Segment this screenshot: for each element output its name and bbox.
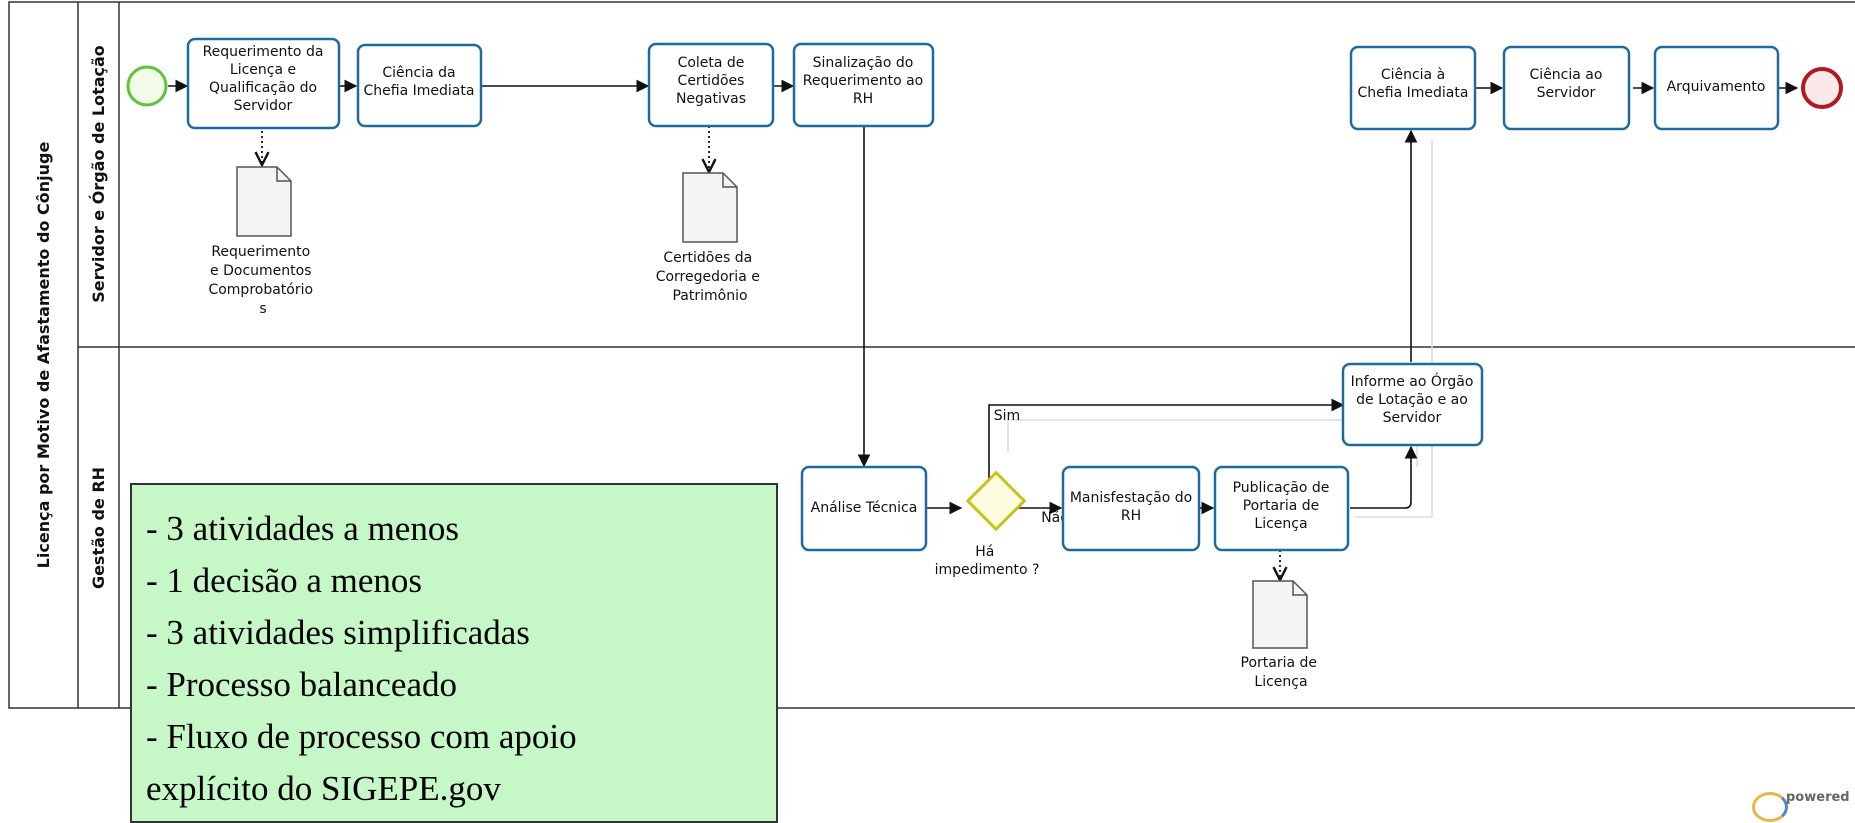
svg-text:Arquivamento: Arquivamento [1667, 79, 1766, 95]
lane-label-servidor: Servidor e Órgão de Lotação [89, 45, 108, 303]
document-icon[interactable] [682, 172, 738, 243]
task-arquivamento[interactable]: Arquivamento [1653, 45, 1780, 131]
powered-by-badge: powered by [1752, 786, 1855, 822]
document-icon[interactable] [1252, 580, 1308, 649]
gateway-label: Há impedimento ? [935, 544, 1040, 578]
note-line: - 1 decisão a menos [146, 561, 423, 600]
document-label-certidoes: Certidões da Corregedoria e Patrimônio [656, 250, 765, 304]
task-analise[interactable]: Análise Técnica [800, 465, 928, 552]
flow [1350, 445, 1418, 509]
document-label-requerimento: Requerimento e Documentos Comprobatório … [208, 244, 317, 317]
gateway-yes-label: Sim [994, 408, 1020, 424]
note-line: - 3 atividades a menos [146, 509, 459, 548]
note-line: - 3 atividades simplificadas [146, 613, 530, 652]
notes-box: - 3 atividades a menos - 1 decisão a men… [130, 483, 778, 823]
lane-label-rh: Gestão de RH [89, 467, 108, 589]
document-icon[interactable] [236, 166, 292, 237]
svg-text:Análise Técnica: Análise Técnica [811, 500, 918, 516]
ghost-connector [1355, 140, 1433, 518]
flow-yes [988, 398, 1345, 480]
start-event[interactable] [126, 65, 168, 107]
pool-label: Licença por Motivo de Afastamento do Côn… [34, 142, 53, 569]
gateway-diamond[interactable] [965, 470, 1027, 532]
end-event[interactable] [1801, 67, 1843, 109]
powered-by-text: powered by [1786, 790, 1855, 805]
note-line: explícito do SIGEPE.gov [146, 769, 501, 808]
note-line: - Processo balanceado [146, 665, 457, 704]
ghost-connector [1007, 419, 1345, 452]
document-label-portaria: Portaria de Licença [1241, 655, 1322, 690]
note-line: - Fluxo de processo com apoio [146, 717, 577, 756]
logo-icon [1752, 792, 1788, 822]
